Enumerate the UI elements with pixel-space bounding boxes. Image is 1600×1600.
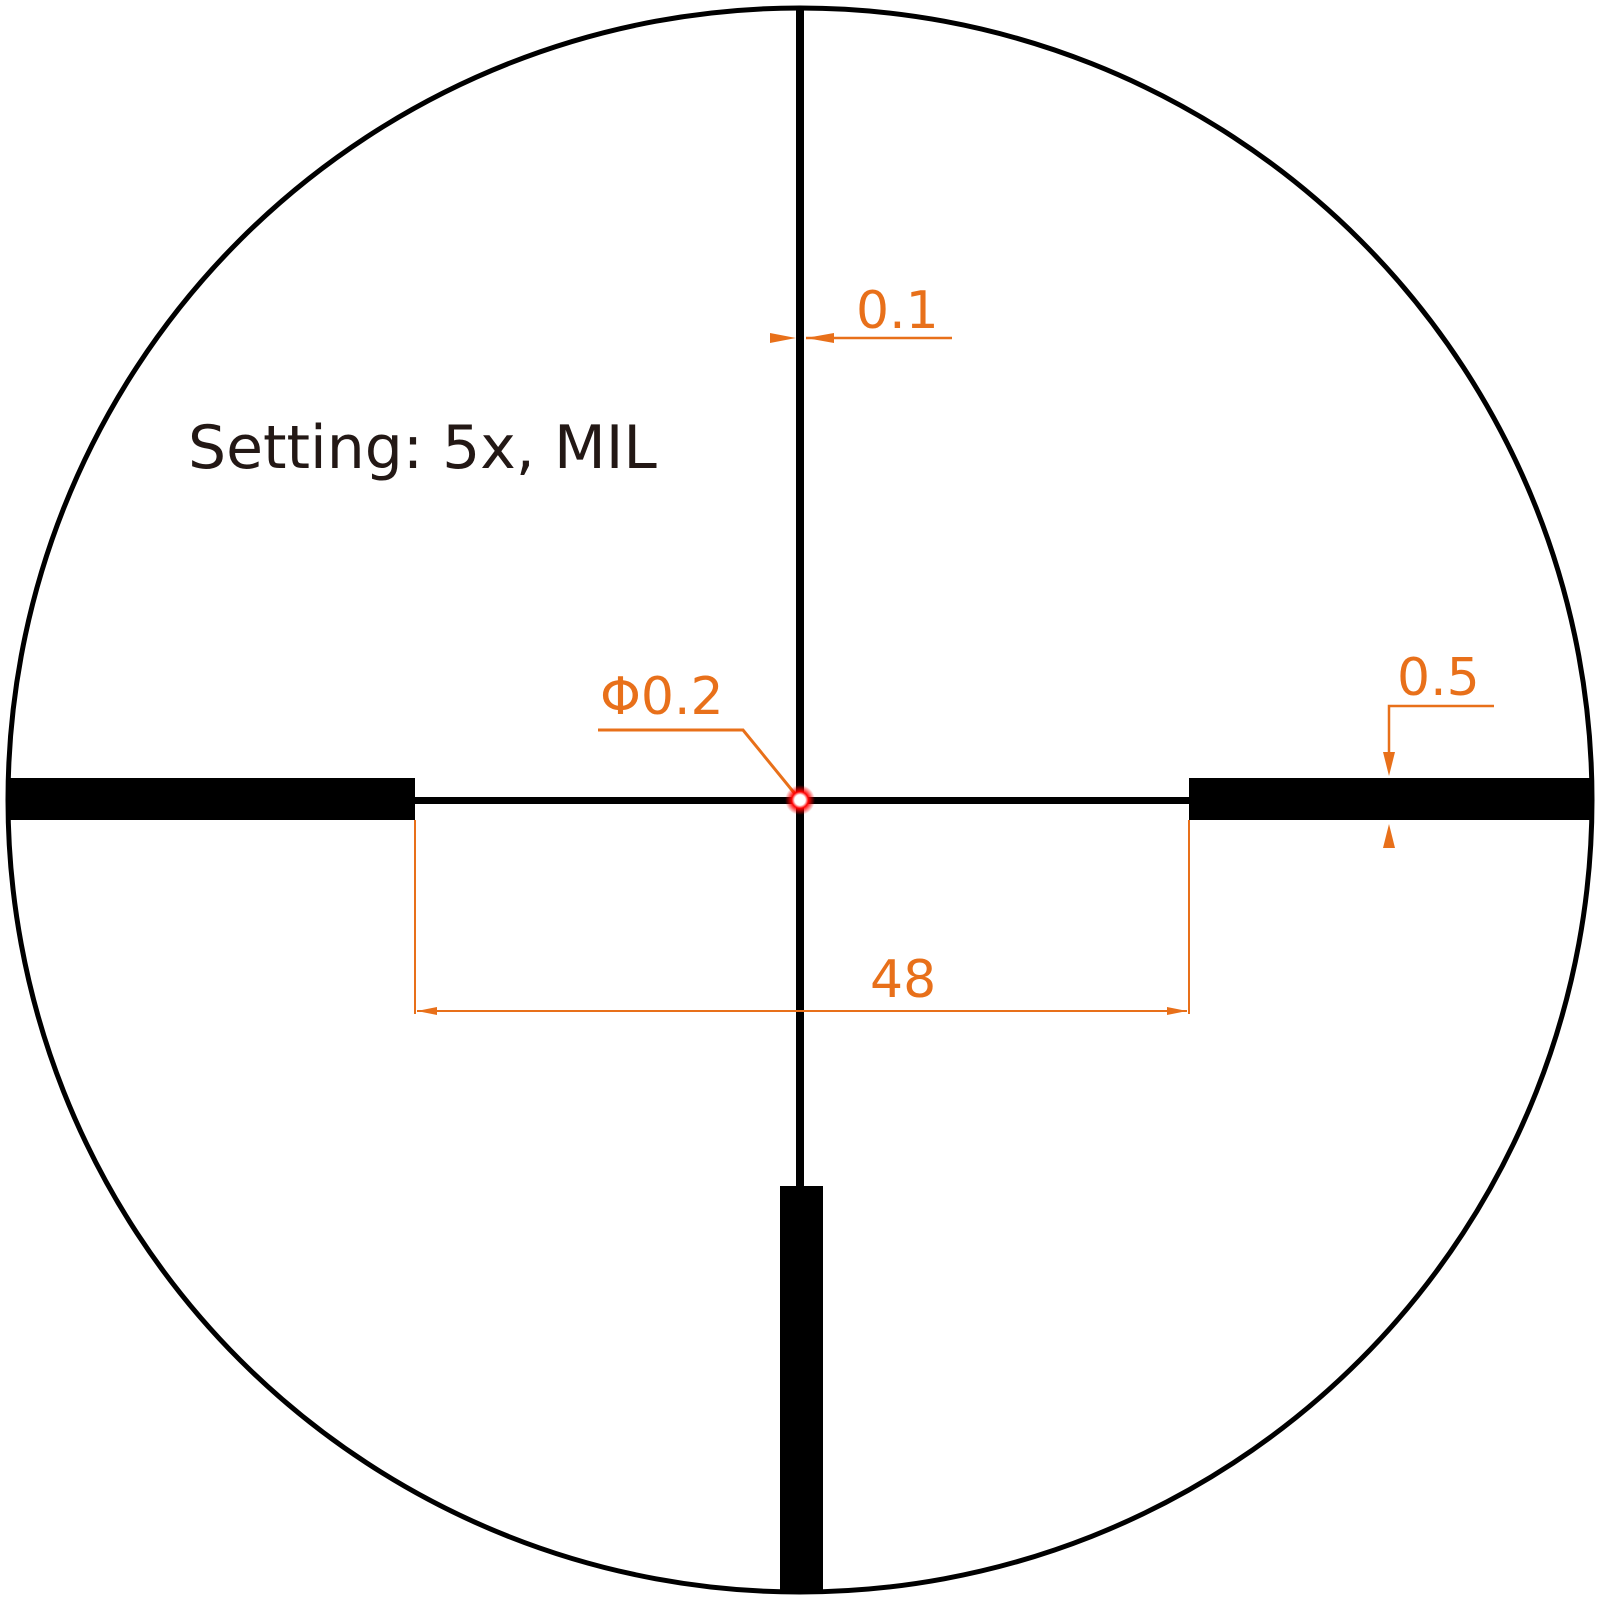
dim-48-label: 48	[870, 950, 936, 1010]
arrow-left-icon	[417, 1007, 437, 1015]
center-red-dot	[785, 785, 815, 815]
left-thick-bar	[8, 778, 415, 820]
arrow-up-icon	[1383, 824, 1395, 848]
arrow-left-icon	[806, 333, 834, 343]
arrow-down-icon	[1383, 752, 1395, 776]
vertical-thin-line	[796, 8, 804, 1208]
dim-dot-leader	[598, 728, 802, 801]
arrow-right-icon	[1167, 1007, 1187, 1015]
dim-dot-label: Φ0.2	[600, 667, 724, 727]
setting-label: Setting: 5x, MIL	[188, 413, 657, 483]
dimension-annotations	[414, 333, 1494, 1015]
arrow-right-icon	[770, 333, 796, 343]
dim-0.5-leader	[1387, 704, 1494, 770]
right-thick-bar	[1189, 778, 1592, 820]
dim-0.5-label: 0.5	[1397, 648, 1480, 708]
bottom-thick-post	[780, 1186, 823, 1592]
dim-0.1-label: 0.1	[856, 281, 939, 341]
